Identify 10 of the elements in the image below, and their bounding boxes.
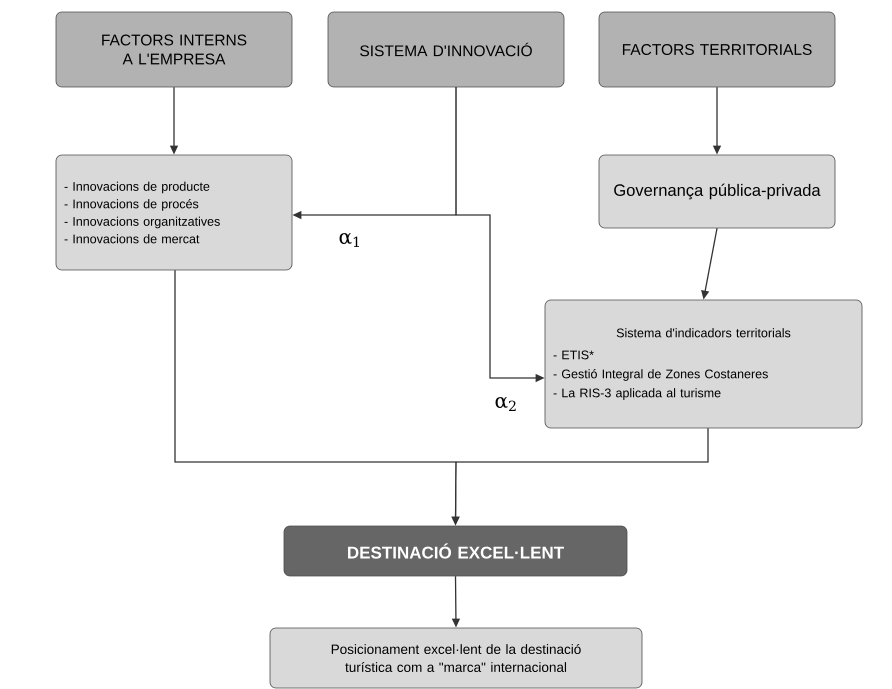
edge-label: α$_{2}$ [494,396,518,412]
category-box: FACTORS INTERNS A L'EMPRESA [56,12,292,88]
outcome-box: Posicionament excel·lent de la destinació turística com a "marca" internacional [270,628,642,688]
edge-label: α$_{1}$ [338,232,362,248]
list-box: - Innovacions de producte - Innovacions de procés - Innovacions organitzatives - Innovacions de mercat [56,154,292,270]
process-box: Governança pública-privada [598,154,836,228]
list-box: Sistema d'indicadors territorials - ETIS* - Gestió Integral de Zones Costaneres - La RIS-3 aplicada al turisme [544,300,862,428]
category-box: SISTEMA D'INNOVACIÓ [328,12,564,88]
result-box: DESTINACIÓ EXCEL·LENT [284,526,628,576]
category-box: FACTORS TERRITORIALS [598,12,836,88]
